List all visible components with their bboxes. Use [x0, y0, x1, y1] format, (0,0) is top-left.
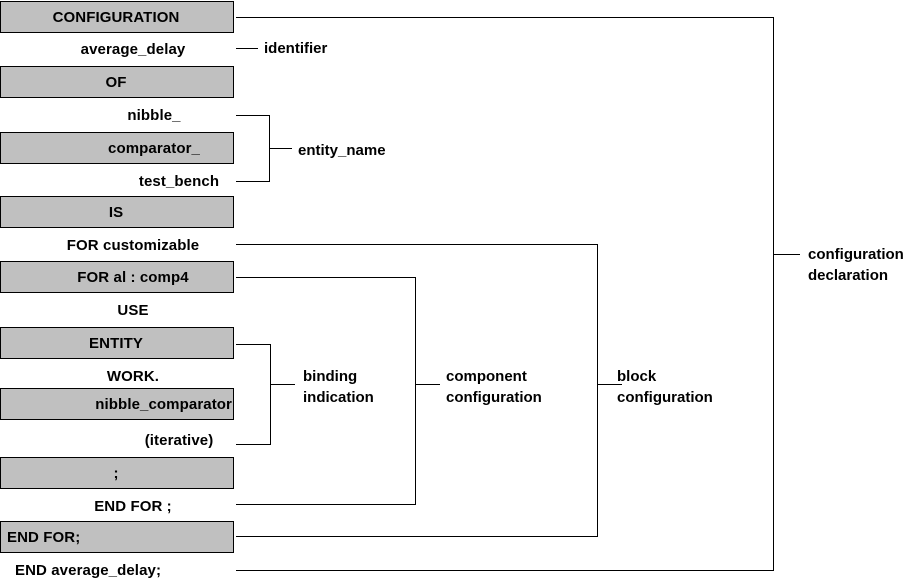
- connector-block-stem: [598, 384, 622, 385]
- code-row-text: nibble_comparator: [95, 395, 232, 413]
- code-row-of: OF: [0, 66, 234, 98]
- code-row-end-for-outer: END FOR;: [0, 521, 234, 553]
- code-row-for-al-comp4: FOR al : comp4: [0, 261, 234, 293]
- code-row-text: (iterative): [144, 431, 214, 449]
- code-row-text: END FOR ;: [94, 497, 172, 515]
- code-row-test-bench: test_bench: [0, 165, 234, 197]
- connector-component-bottom: [236, 504, 416, 505]
- connector-configdecl-stem: [774, 254, 800, 255]
- code-row-text: ENTITY: [89, 334, 143, 352]
- connector-entity-name-bottom: [236, 181, 270, 182]
- code-row-text: WORK.: [106, 367, 160, 385]
- code-row-text: ;: [113, 464, 119, 482]
- code-row-text: average_delay: [80, 40, 186, 58]
- connector-identifier: [236, 48, 258, 49]
- connector-block-spine: [597, 244, 598, 537]
- code-row-text: test_bench: [138, 172, 220, 190]
- code-row-text: END FOR;: [7, 528, 81, 546]
- code-row-comparator: comparator_: [0, 132, 234, 164]
- code-row-entity: ENTITY: [0, 327, 234, 359]
- connector-binding-top: [236, 344, 271, 345]
- connector-binding-spine: [270, 344, 271, 445]
- code-row-end-average-delay: END average_delay;: [0, 554, 234, 586]
- code-row-text: IS: [108, 203, 124, 221]
- annotation-entity-name: entity_name: [298, 142, 386, 159]
- connector-configdecl-top: [236, 17, 774, 18]
- code-row-is: IS: [0, 196, 234, 228]
- code-row-semicolon: ;: [0, 457, 234, 489]
- code-row-average-delay: average_delay: [0, 33, 234, 65]
- code-row-nibble-comparator: nibble_comparator: [0, 388, 234, 420]
- code-row-text: USE: [117, 301, 149, 319]
- connector-component-stem: [416, 384, 440, 385]
- connector-component-spine: [415, 277, 416, 505]
- code-row-text: nibble_: [127, 106, 181, 124]
- connector-entity-name-stem: [270, 148, 292, 149]
- code-row-work: WORK.: [0, 360, 234, 392]
- code-row-end-for-inner: END FOR ;: [0, 490, 234, 522]
- code-row-text: END average_delay;: [15, 561, 162, 579]
- code-row-iterative: (iterative): [0, 424, 234, 456]
- code-row-configuration: CONFIGURATION: [0, 1, 234, 33]
- connector-binding-bottom: [236, 444, 271, 445]
- annotation-component-configuration: component configuration: [446, 368, 542, 406]
- connector-entity-name-top: [236, 115, 270, 116]
- connector-entity-name-spine: [269, 115, 270, 181]
- code-row-text: CONFIGURATION: [52, 8, 180, 26]
- code-row-nibble: nibble_: [0, 99, 234, 131]
- code-row-text: comparator_: [108, 139, 200, 157]
- code-row-text: OF: [105, 73, 127, 91]
- connector-configdecl-bottom: [236, 570, 774, 571]
- connector-binding-stem: [271, 384, 295, 385]
- connector-component-top: [236, 277, 416, 278]
- code-row-for-customizable: FOR customizable: [0, 229, 234, 261]
- code-row-text: FOR customizable: [66, 236, 200, 254]
- annotation-binding-indication: binding indication: [303, 368, 374, 406]
- annotation-configuration-declaration: configuration declaration: [808, 246, 904, 284]
- connector-block-bottom: [236, 536, 598, 537]
- annotation-block-configuration: block configuration: [617, 368, 713, 406]
- connector-configdecl-spine: [773, 17, 774, 570]
- code-row-use: USE: [0, 294, 234, 326]
- connector-block-top: [236, 244, 598, 245]
- annotation-identifier: identifier: [264, 40, 328, 57]
- code-row-text: FOR al : comp4: [77, 268, 189, 286]
